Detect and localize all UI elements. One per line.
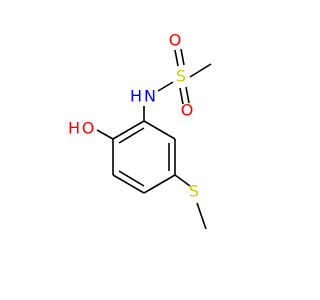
sulfonyl-sulfur-label: S	[176, 67, 186, 86]
bond-sulfonyl-oxygen-bottom-b	[185, 86, 190, 104]
bond-ring-hydroxyl	[96, 129, 114, 140]
molecule-structure-diagram: S O O N H O H S	[68, 31, 212, 230]
ring-bond-c6-c1-inner	[118, 127, 145, 144]
bond-sulfonyl-oxygen-bottom-a	[179, 87, 184, 105]
bond-ring-thioether	[174, 174, 191, 187]
bond-sulfonyl-oxygen-top-a	[174, 49, 179, 67]
bond-thioether-methyl	[196, 202, 207, 230]
thioether-sulfur-label: S	[189, 182, 199, 201]
bond-sulfonyl-oxygen-top-b	[180, 48, 185, 66]
ring-bond-c6-c1	[112, 120, 145, 140]
nitrogen-label: N	[144, 87, 156, 106]
ring-bond-c4-c5	[112, 174, 145, 194]
ring-bond-c1-c2	[143, 120, 176, 140]
bond-sulfonyl-nitrogen	[157, 81, 174, 92]
sulfonyl-oxygen-top-label: O	[169, 31, 182, 50]
atom-labels: S O O N H O H S	[68, 31, 199, 201]
nitrogen-hydrogen-label: H	[130, 87, 142, 106]
ring-bond-c4-c5-inner	[118, 170, 145, 187]
hydroxyl-hydrogen-label: H	[68, 119, 80, 138]
bond-sulfonyl-methyl	[189, 63, 212, 78]
bonds	[96, 48, 212, 230]
sulfonyl-oxygen-bottom-label: O	[181, 101, 194, 120]
hydroxyl-oxygen-label: O	[82, 119, 95, 138]
ring-bond-c3-c4	[143, 174, 176, 194]
